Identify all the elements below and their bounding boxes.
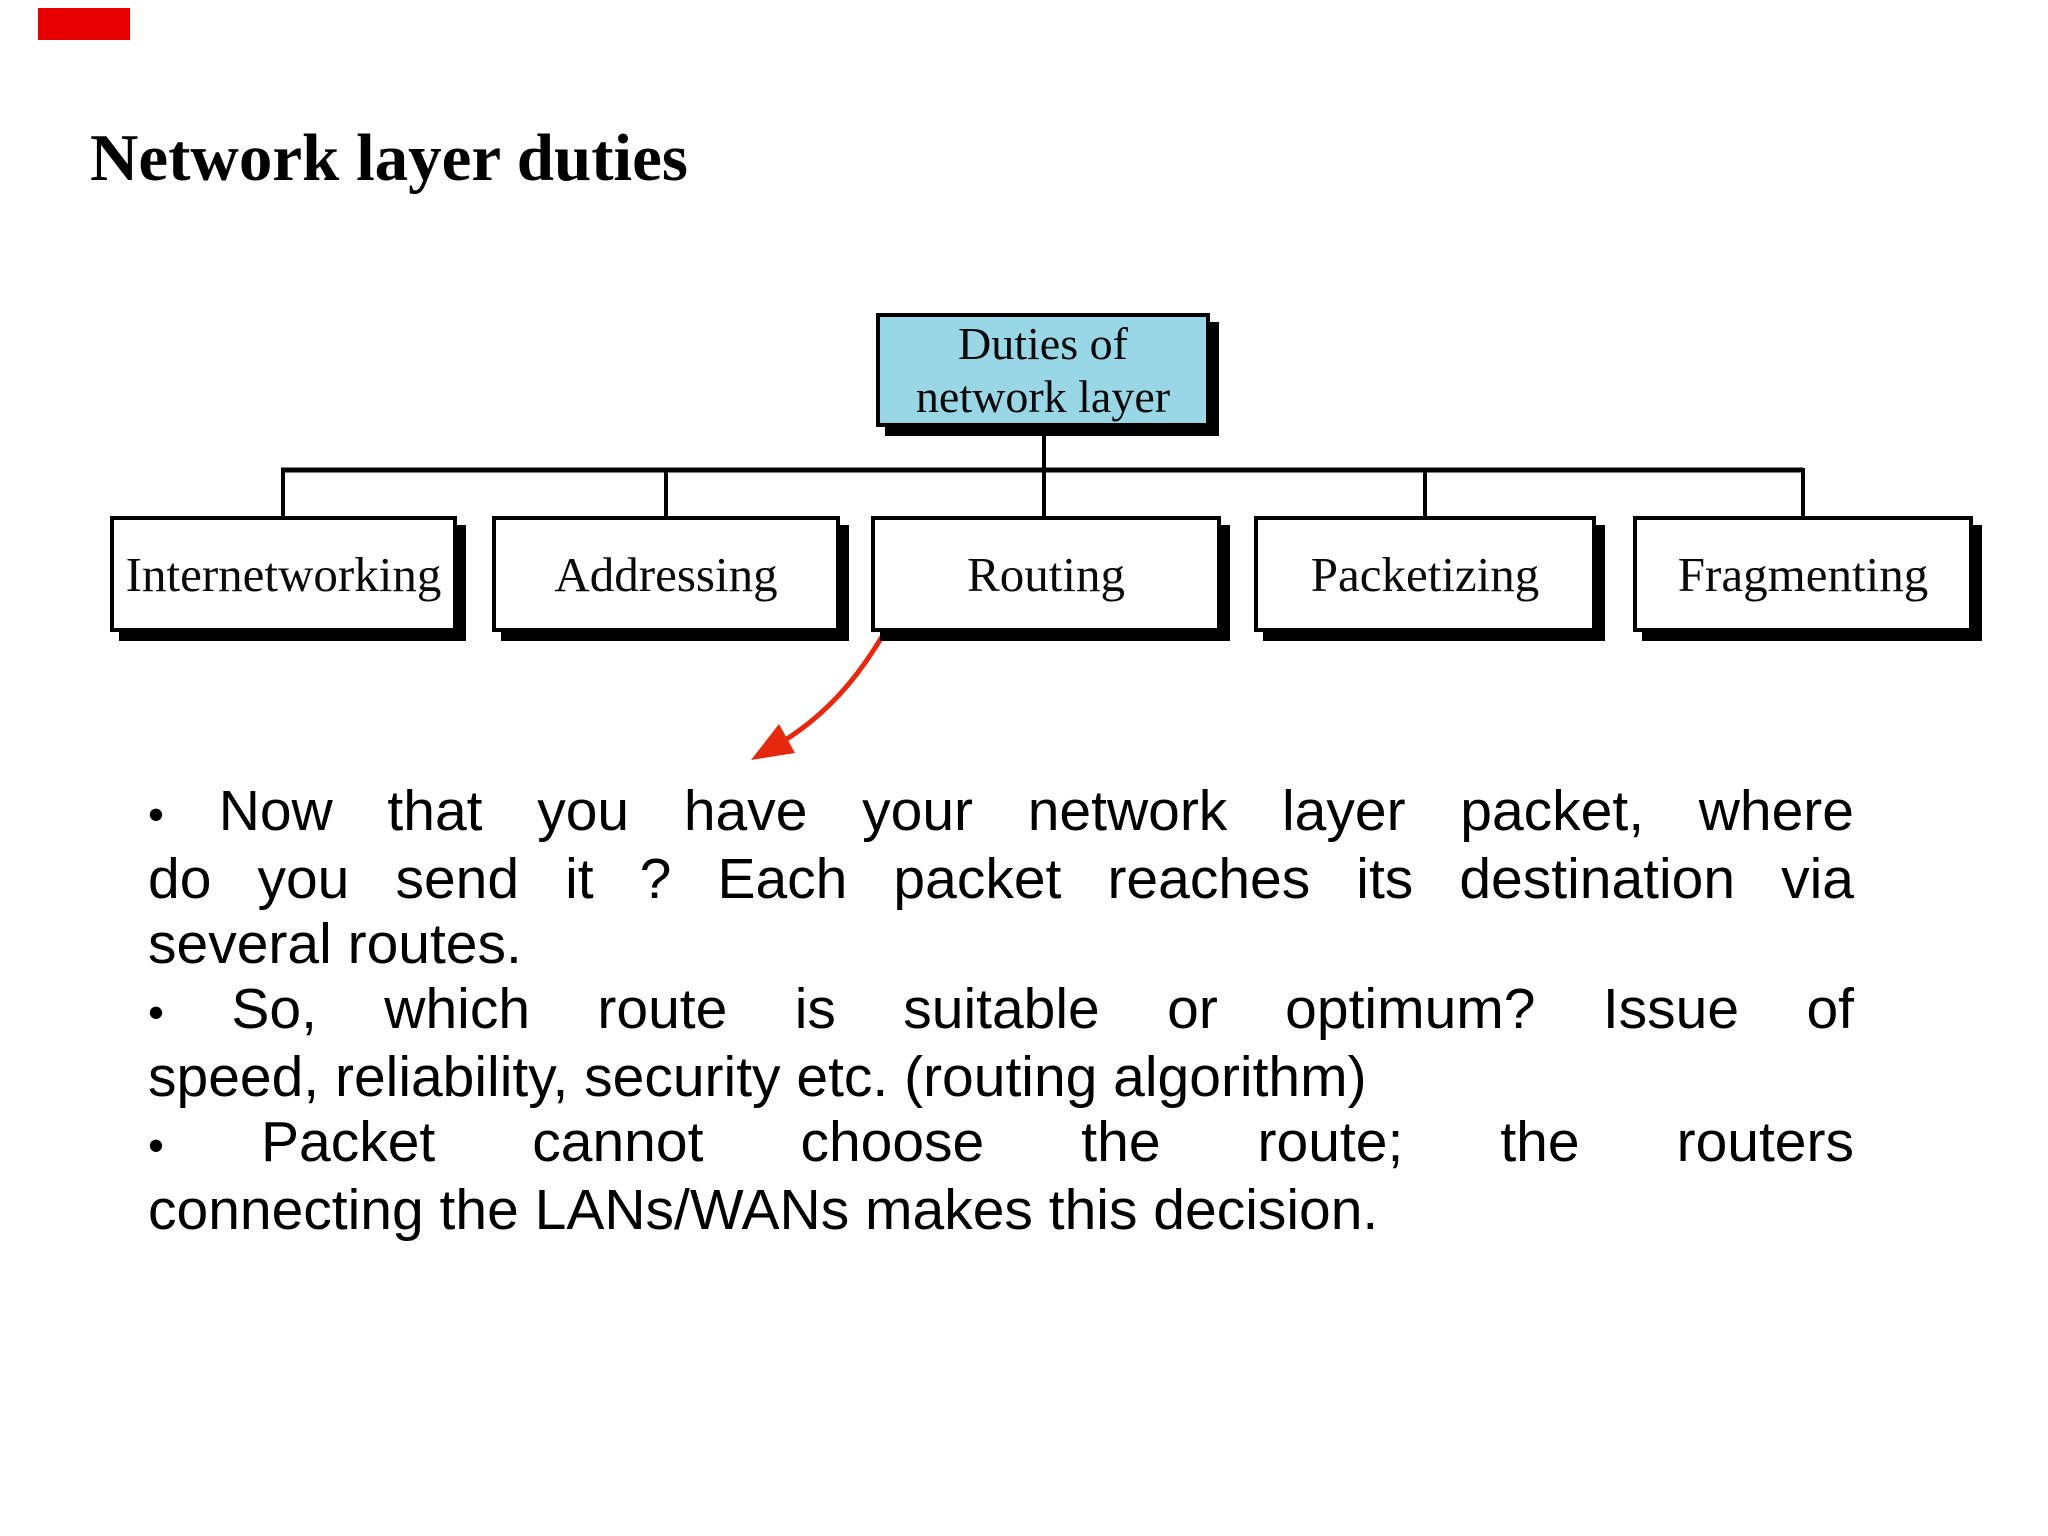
diagram-box-packetizing: Packetizing bbox=[1254, 516, 1596, 632]
body-line: • Now that you have your network layer p… bbox=[148, 779, 1854, 843]
body-line: several routes. bbox=[148, 912, 522, 976]
body-line: speed, reliability, security etc. (routi… bbox=[148, 1045, 1367, 1109]
box-label: Internetworking bbox=[125, 546, 442, 602]
diagram-box-duties-of-network-layer: Duties of network layer bbox=[876, 313, 1210, 427]
root-box-label-line2: network layer bbox=[915, 371, 1171, 422]
page-title: Network layer duties bbox=[90, 121, 688, 195]
box-label: Addressing bbox=[554, 546, 778, 602]
red-corner-marker bbox=[38, 8, 130, 40]
diagram-box-addressing: Addressing bbox=[492, 516, 840, 632]
diagram-box-fragmenting: Fragmenting bbox=[1633, 516, 1973, 632]
box-label: Packetizing bbox=[1310, 546, 1540, 602]
bullet-text-block: • Now that you have your network layer p… bbox=[148, 779, 1854, 1243]
root-box-label: Duties of network layer bbox=[916, 317, 1170, 423]
root-box-label-line1: Duties of bbox=[958, 318, 1128, 369]
routing-arrow-head-icon bbox=[751, 724, 795, 760]
body-line: do you send it ? Each packet reaches its… bbox=[148, 847, 1854, 911]
body-line: • Packet cannot choose the route; the ro… bbox=[148, 1110, 1854, 1174]
bullet-icon: • bbox=[148, 1120, 164, 1171]
box-label: Fragmenting bbox=[1677, 546, 1929, 602]
diagram-box-routing: Routing bbox=[871, 516, 1221, 632]
body-line: connecting the LANs/WANs makes this deci… bbox=[148, 1178, 1379, 1242]
bullet-icon: • bbox=[148, 789, 164, 840]
box-label: Routing bbox=[967, 546, 1125, 602]
diagram-box-internetworking: Internetworking bbox=[110, 516, 457, 632]
bullet-icon: • bbox=[148, 987, 164, 1038]
body-line: • So, which route is suitable or optimum… bbox=[148, 977, 1854, 1041]
